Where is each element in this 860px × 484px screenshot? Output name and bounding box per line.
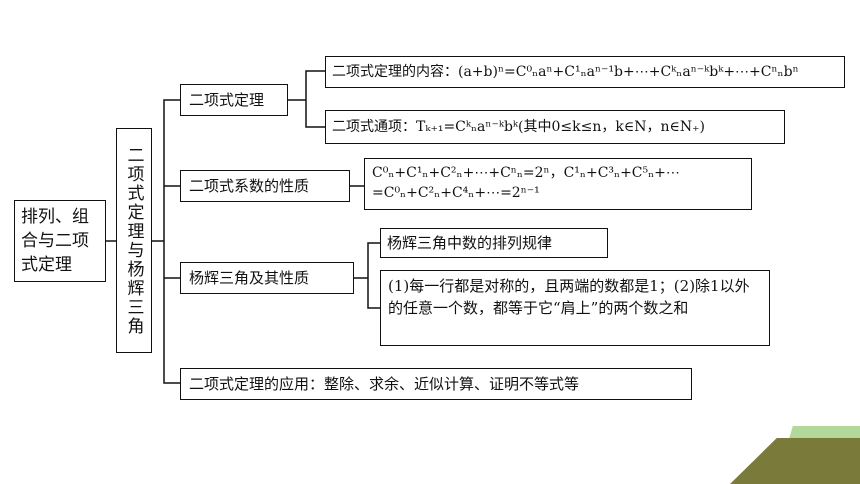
leaf-theorem-content: 二项式定理的内容：(a+b)ⁿ=C⁰ₙaⁿ+C¹ₙaⁿ⁻¹b+⋯+Cᵏₙaⁿ⁻ᵏ… [325,56,845,88]
branch-applications: 二项式定理的应用：整除、求余、近似计算、证明不等式等 [180,368,692,400]
root-topic: 排列、组合与二项式定理 [14,200,106,282]
leaf-triangle-properties: (1)每一行都是对称的，且两端的数都是1；(2)除1以外的任意一个数，都等于它“… [380,270,770,346]
branch-yang-hui-triangle: 杨辉三角及其性质 [180,262,354,294]
leaf-arrangement-rule: 杨辉三角中数的排列规律 [380,228,608,258]
branch-binomial-theorem: 二项式定理 [180,84,288,116]
spine-topic: 二项式定理与杨辉三角 [116,128,152,353]
branch-coefficient-properties: 二项式系数的性质 [180,170,350,202]
leaf-coefficient-sums: C⁰ₙ+C¹ₙ+C²ₙ+⋯+Cⁿₙ=2ⁿ，C¹ₙ+C³ₙ+C⁵ₙ+⋯=C⁰ₙ+C… [364,158,752,210]
leaf-general-term: 二项式通项：Tₖ₊₁=Cᵏₙaⁿ⁻ᵏbᵏ(其中0≤k≤n，k∈N，n∈N₊) [325,110,785,144]
